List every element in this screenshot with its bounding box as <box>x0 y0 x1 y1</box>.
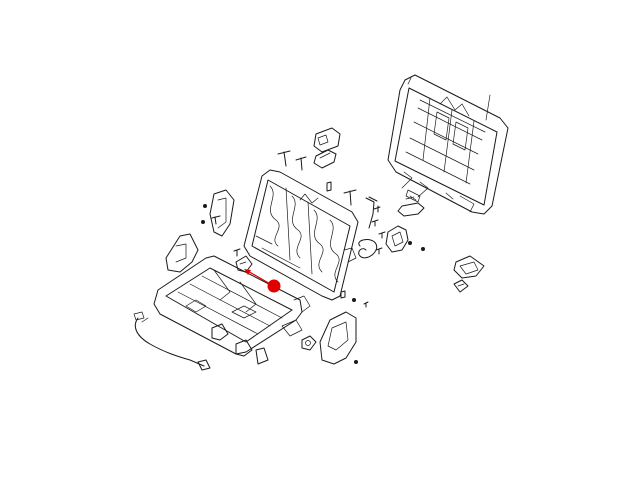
seatback-frame-rear[interactable] <box>387 74 509 215</box>
highlight-pointer <box>244 269 273 286</box>
highlight-dot-icon[interactable] <box>267 279 281 293</box>
arrow-head-icon <box>244 269 251 275</box>
bracket-assembly[interactable] <box>358 195 485 293</box>
headrest-guide[interactable] <box>313 127 341 169</box>
side-cover-left[interactable] <box>209 189 235 237</box>
seat-cushion-frame[interactable] <box>153 255 311 365</box>
side-cover-right[interactable] <box>301 311 357 365</box>
seatback-frame[interactable] <box>243 169 359 301</box>
bolts-and-screws[interactable] <box>201 150 425 364</box>
recliner-cable[interactable] <box>133 311 211 371</box>
side-cover-small[interactable] <box>165 233 199 273</box>
wire-clip[interactable] <box>365 196 378 229</box>
